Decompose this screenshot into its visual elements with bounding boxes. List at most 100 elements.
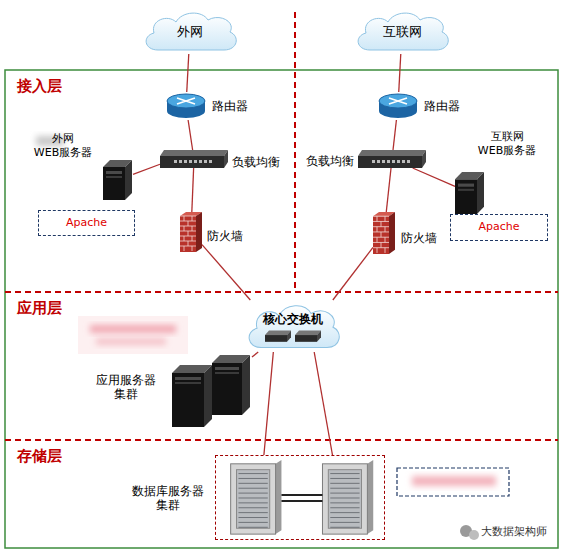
brick-joint	[184, 246, 185, 251]
network-link	[192, 168, 194, 212]
router-node: 路由器	[378, 92, 418, 120]
lb-port	[387, 160, 390, 163]
rack-side	[276, 460, 282, 534]
lb-port	[179, 160, 182, 163]
divider-line	[294, 12, 296, 290]
icon-dot	[469, 530, 479, 540]
node-label: 核心交换机	[243, 312, 343, 326]
brick-joint	[180, 226, 196, 227]
network-link	[188, 120, 193, 150]
brick-joint	[385, 227, 386, 232]
wall-front	[373, 216, 389, 254]
switch-front	[265, 335, 287, 342]
lb-port	[174, 160, 177, 163]
brick-joint	[385, 216, 386, 221]
node-label: 路由器	[212, 99, 248, 113]
node-shape	[103, 160, 133, 200]
rack-side	[367, 460, 373, 534]
brick-joint	[381, 242, 382, 247]
tower-front	[455, 179, 477, 214]
server-node: 外网 WEB服务器	[103, 160, 133, 200]
tower-side	[242, 355, 250, 415]
rack-slot	[238, 522, 267, 523]
brick-joint	[188, 241, 189, 246]
rack-slot	[238, 527, 267, 528]
node-label: 防火墙	[401, 231, 437, 245]
rack-slot	[330, 497, 359, 498]
layer-title: 存储层	[17, 449, 62, 463]
fw-node: 防火墙	[180, 212, 202, 252]
brick-joint	[184, 236, 185, 241]
tower-bay	[106, 171, 122, 174]
tower-bay	[175, 377, 201, 380]
node-shape	[216, 456, 384, 539]
tower-bay	[215, 372, 239, 374]
apache-node: Apache	[450, 214, 548, 241]
tower-front	[103, 167, 125, 200]
layer-title: 接入层	[17, 79, 62, 93]
blurred-note	[78, 316, 188, 354]
node-label: 负载均衡	[232, 155, 280, 169]
rack-slot	[330, 527, 359, 528]
node-label: 互联网 WEB服务器	[465, 130, 549, 158]
network-link	[386, 168, 391, 212]
lb-port	[382, 160, 385, 163]
fw-node: 防火墙	[373, 212, 395, 254]
tower-front	[212, 363, 242, 415]
node-label: 外网 WEB服务器	[27, 132, 99, 160]
rack-slot	[330, 473, 359, 474]
blur-strip	[96, 338, 166, 345]
layer-band: 应用层核心交换机应用服务器 集群	[5, 292, 558, 440]
rack-slot	[238, 512, 267, 513]
node-shape	[378, 92, 418, 120]
divider-line	[5, 291, 558, 293]
brick-joint	[180, 216, 196, 217]
network-link	[252, 352, 258, 357]
rack-slot	[238, 473, 267, 474]
node-label: 防火墙	[207, 229, 243, 243]
db-link	[281, 494, 322, 496]
tower-bay	[215, 367, 239, 370]
switch-top	[295, 331, 321, 336]
brick-joint	[188, 231, 189, 236]
tower-bay	[458, 189, 474, 191]
brick-joint	[377, 248, 378, 253]
core-node: 核心交换机	[243, 300, 343, 352]
brick-joint	[180, 236, 196, 237]
lb-port	[392, 160, 395, 163]
tower-side	[125, 160, 132, 200]
node-label: 负载均衡	[306, 154, 354, 168]
lb-port	[407, 160, 410, 163]
node-label: 互联网	[352, 25, 452, 39]
brick-joint	[192, 216, 193, 221]
layer-title: 应用层	[17, 301, 62, 315]
brick-joint	[385, 248, 386, 253]
brick-joint	[373, 216, 389, 217]
rack-slot	[238, 517, 267, 518]
lb-front	[160, 156, 224, 168]
apps-node: 应用服务器 集群	[168, 355, 252, 427]
rack-slot	[330, 488, 359, 489]
lb-port	[194, 160, 197, 163]
wall-front	[180, 216, 196, 252]
blur-strip	[90, 325, 176, 333]
rack-slot	[330, 507, 359, 508]
node-shape	[180, 212, 202, 252]
node-shape	[373, 212, 395, 254]
network-link	[333, 247, 373, 300]
node-label: 数据库服务器 集群	[124, 484, 212, 512]
brick-joint	[192, 246, 193, 251]
brick-joint	[188, 221, 189, 226]
rack-slot	[238, 502, 267, 503]
node-shape	[168, 355, 252, 427]
node-label: 外网	[140, 25, 240, 39]
node-shape	[160, 150, 228, 168]
rack-panel	[328, 470, 361, 529]
rack-slot	[238, 488, 267, 489]
tower-side	[477, 172, 484, 214]
tower-side	[204, 365, 212, 427]
rack-slot	[238, 493, 267, 494]
rack-slot	[238, 483, 267, 484]
network-link	[202, 245, 250, 300]
